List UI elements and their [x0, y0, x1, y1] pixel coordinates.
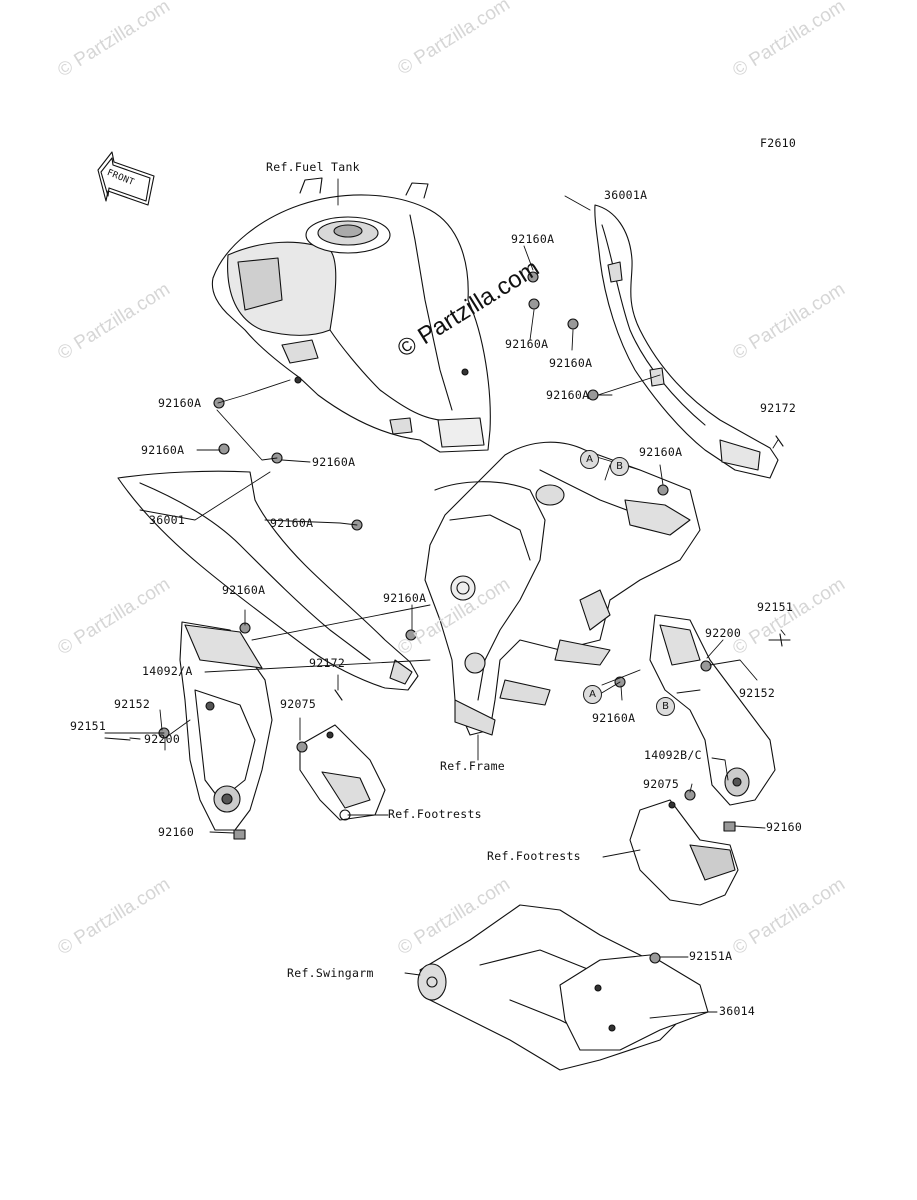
front-arrow-icon [97, 151, 155, 206]
part-callout: 92160 [766, 820, 803, 834]
part-callout: 92075 [643, 777, 680, 791]
part-callout: 36001 [149, 513, 186, 527]
ref-swingarm-label: Ref.Swingarm [287, 966, 374, 980]
part-callout: 92160A [505, 337, 549, 351]
part-callout: 92160A [546, 388, 590, 402]
part-callout: 92200 [144, 732, 181, 746]
marker-b: B [610, 457, 629, 476]
right-footrest-bracket [629, 799, 739, 906]
part-callout: 14092B/C [644, 748, 702, 762]
part-callout: 92160A [158, 396, 202, 410]
part-callout: 92160A [511, 232, 555, 246]
marker-a: A [580, 450, 599, 469]
part-callout: 92160A [549, 356, 593, 370]
right-heel-guard-14092BC [649, 614, 776, 806]
marker-a: A [583, 685, 602, 704]
part-callout: 92160A [592, 711, 636, 725]
part-callout: 36014 [719, 1004, 756, 1018]
marker-b: B [656, 697, 675, 716]
ref-frame-label: Ref.Frame [440, 759, 506, 773]
ref-footrests-left-label: Ref.Footrests [388, 807, 482, 821]
left-heel-guard-14092A [179, 621, 273, 831]
chain-guard-36014 [559, 954, 709, 1051]
right-side-cover-36001A [594, 204, 779, 479]
fasteners [104, 271, 791, 964]
part-callout: 92151 [757, 600, 794, 614]
part-callout: 92160 [158, 825, 195, 839]
part-callout: 14092/A [142, 664, 193, 678]
left-footrest-bracket [299, 724, 386, 821]
ref-footrests-right-label: Ref.Footrests [487, 849, 581, 863]
leader-lines [104, 178, 786, 1019]
frame-drawing [424, 441, 701, 736]
fuel-tank-drawing [211, 177, 491, 453]
part-callout: 92160A [141, 443, 185, 457]
part-callout: 92160A [639, 445, 683, 459]
part-callout: 36001A [604, 188, 648, 202]
part-callout: 92152 [114, 697, 151, 711]
part-callout: 92151 [70, 719, 107, 733]
part-callout: 92151A [689, 949, 733, 963]
ref-fuel-tank-label: Ref.Fuel Tank [266, 160, 360, 174]
figure-code: F2610 [760, 136, 797, 150]
part-callout: 92160A [270, 516, 314, 530]
left-side-cover-36001 [117, 470, 419, 691]
part-callout: 92160A [383, 591, 427, 605]
part-callout: 92152 [739, 686, 776, 700]
part-callout: 92160A [222, 583, 266, 597]
part-callout: 92172 [760, 401, 797, 415]
part-callout: 92172 [309, 656, 346, 670]
part-callout: 92160A [312, 455, 356, 469]
part-callout: 92200 [705, 626, 742, 640]
part-callout: 92075 [280, 697, 317, 711]
